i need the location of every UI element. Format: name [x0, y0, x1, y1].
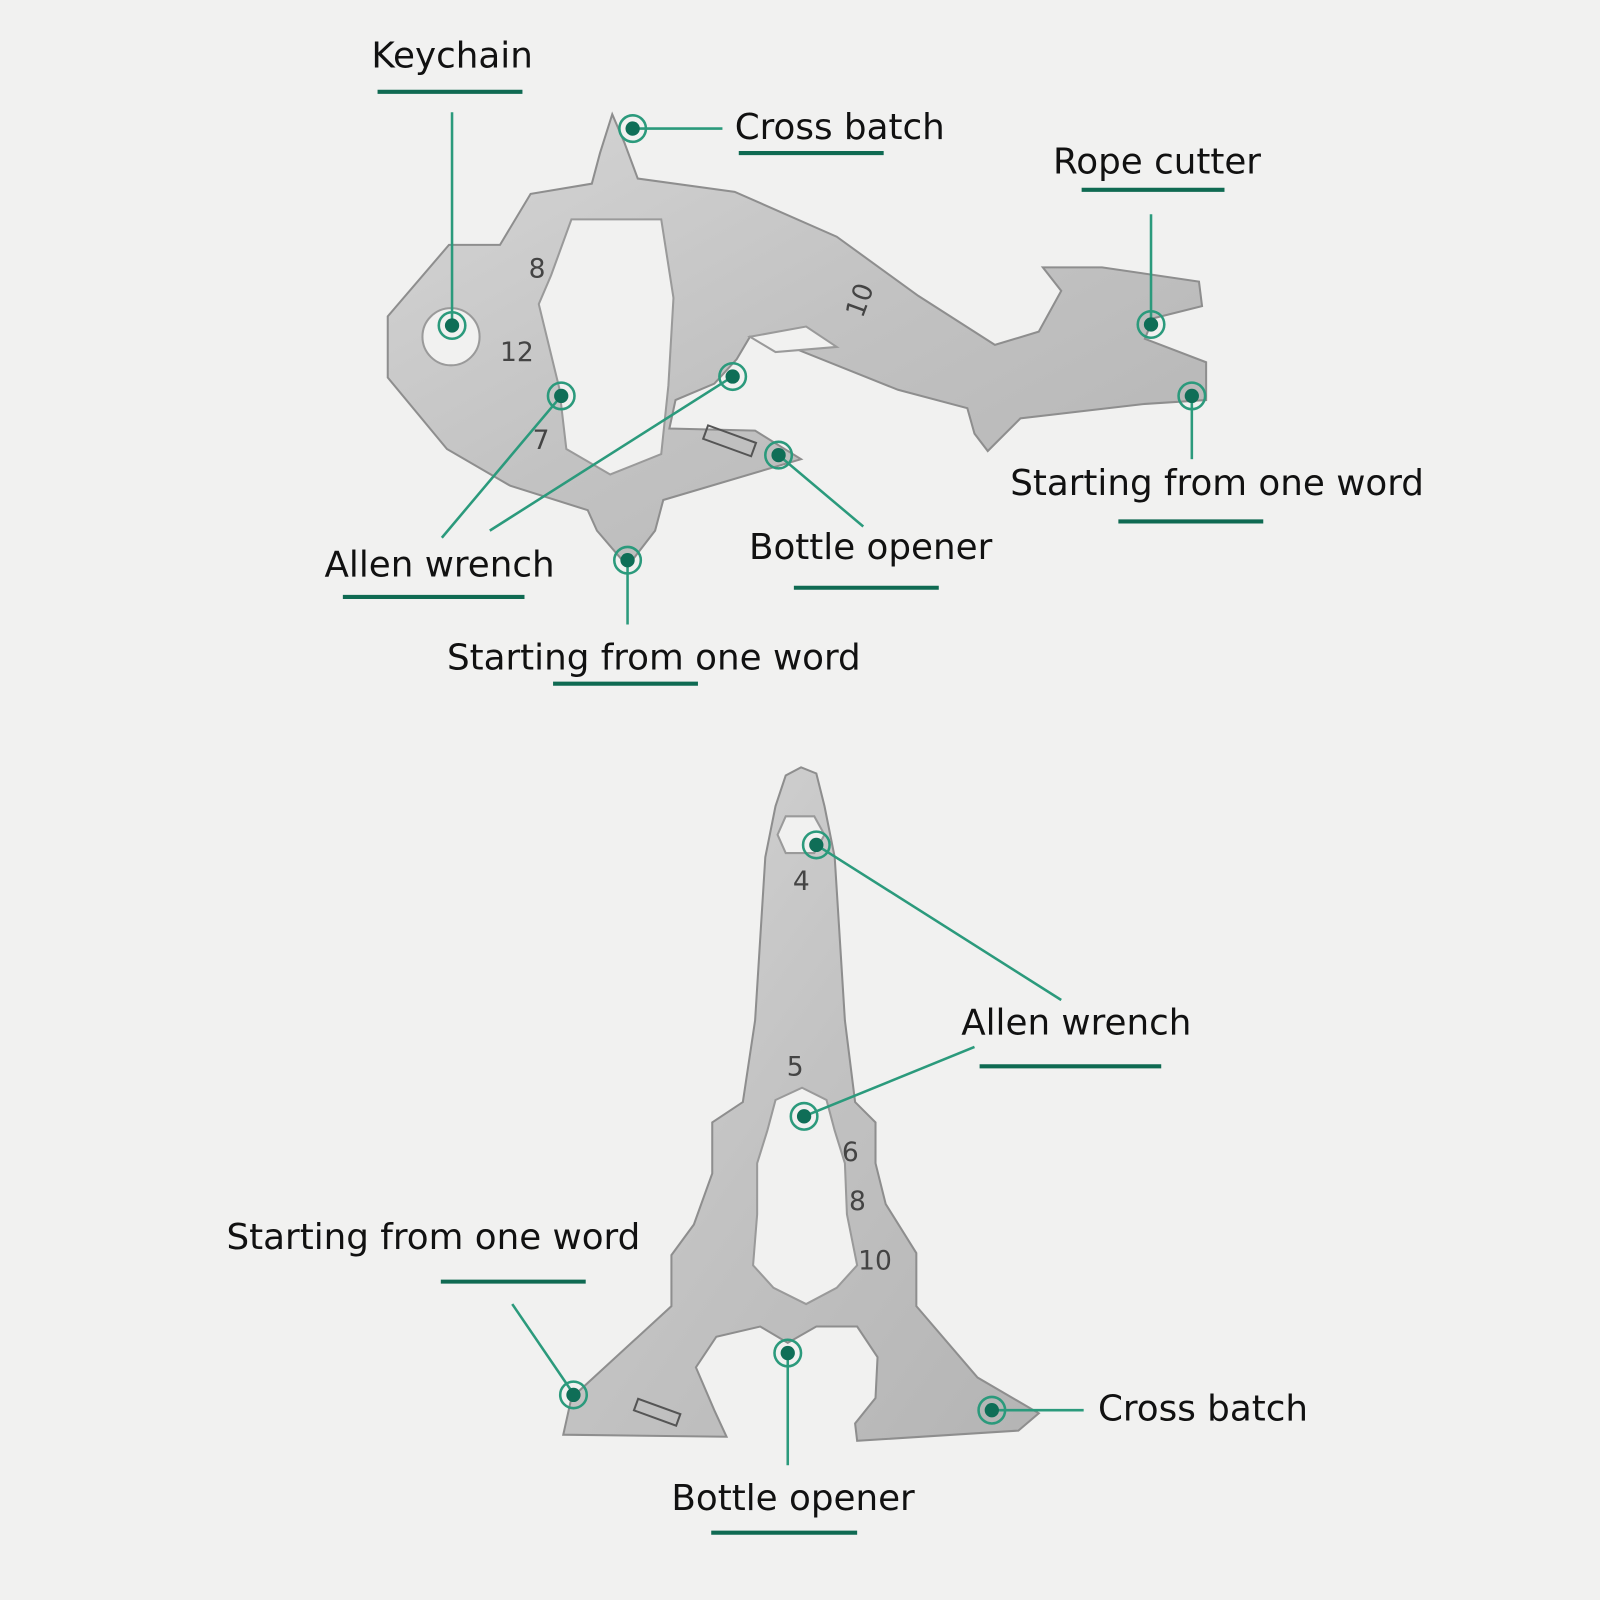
hex-hole-large — [537, 218, 675, 476]
label-keychain: Keychain — [371, 35, 532, 76]
label-cross-batch: Cross batch — [735, 107, 945, 148]
screwdriver-engraving-icon — [632, 1397, 682, 1427]
callout-cross-batch-bottom: Cross batch — [977, 1388, 1308, 1429]
label-allen-wrench: Allen wrench — [961, 1003, 1191, 1044]
callout-allen-wrench-top: Allen wrench — [324, 361, 748, 599]
callout-starting-right: Starting from one word — [1010, 381, 1424, 524]
callout-starting-bottom: Starting from one word — [447, 545, 861, 686]
callout-bottle-opener-top: Bottle opener — [749, 440, 993, 590]
engraving-7: 7 — [533, 425, 550, 456]
label-starting-from-one-word: Starting from one word — [227, 1217, 641, 1258]
eiffel-inner-hole — [752, 1086, 859, 1306]
engraving-6: 6 — [842, 1137, 859, 1168]
label-starting-from-one-word: Starting from one word — [447, 637, 861, 678]
callout-cross-batch-top: Cross batch — [618, 107, 945, 156]
label-rope-cutter: Rope cutter — [1053, 141, 1261, 182]
engraving-8: 8 — [529, 254, 546, 285]
callout-allen-wrench-bottom: Allen wrench — [789, 830, 1191, 1131]
label-bottle-opener: Bottle opener — [671, 1478, 915, 1519]
engraving-5: 5 — [787, 1052, 804, 1083]
label-bottle-opener: Bottle opener — [749, 527, 993, 568]
marker-dot — [444, 318, 460, 333]
label-allen-wrench: Allen wrench — [324, 545, 554, 586]
engraving-10: 10 — [858, 1245, 892, 1276]
callout-starting-left: Starting from one word — [227, 1217, 641, 1410]
label-starting-from-one-word: Starting from one word — [1010, 463, 1424, 504]
engraving-4: 4 — [793, 866, 810, 897]
label-cross-batch: Cross batch — [1098, 1388, 1308, 1429]
callout-rope-cutter: Rope cutter — [1053, 141, 1261, 340]
rope-notch — [747, 325, 840, 354]
screwdriver-engraving-icon — [701, 424, 758, 458]
shark-multitool: 8 12 7 10 — [386, 111, 1208, 568]
callout-bottle-opener-bottom: Bottle opener — [671, 1338, 915, 1535]
callout-keychain: Keychain — [371, 35, 533, 341]
engraving-12: 12 — [500, 337, 534, 368]
engraving-8: 8 — [849, 1186, 866, 1217]
